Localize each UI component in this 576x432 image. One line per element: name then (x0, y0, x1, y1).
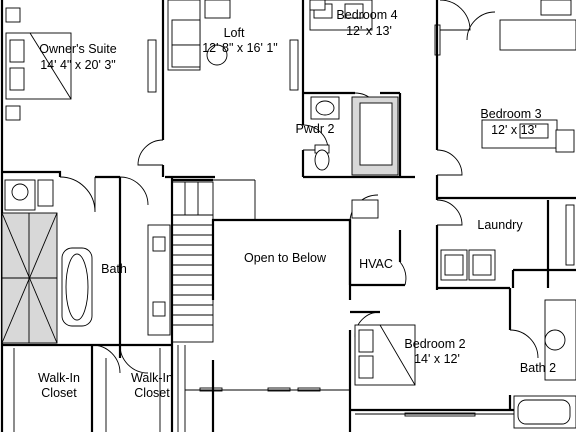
room-labels: Owner's Suite 14' 4" x 20' 3" Loft 12' 8… (38, 8, 556, 400)
bath2-name: Bath 2 (520, 361, 556, 375)
walk-in-closet-1-line1: Walk-In (38, 371, 80, 385)
bedroom3-size: 12' x 13' (491, 123, 537, 137)
walk-in-closet-2-line2: Closet (134, 386, 170, 400)
bedroom4-name: Bedroom 4 (336, 8, 397, 22)
staircase (171, 181, 214, 432)
owners-suite-size: 14' 4" x 20' 3" (40, 58, 116, 72)
hvac-name: HVAC (359, 257, 393, 271)
walk-in-closet-1-line2: Closet (41, 386, 77, 400)
bedroom4-size: 12' x 13' (346, 24, 392, 38)
bath-name: Bath (101, 262, 127, 276)
walk-in-closet-2-line1: Walk-In (131, 371, 173, 385)
bedroom2-name: Bedroom 2 (404, 337, 465, 351)
laundry-name: Laundry (477, 218, 523, 232)
loft-name: Loft (224, 26, 245, 40)
owners-suite-name: Owner's Suite (39, 42, 116, 56)
bedroom2-size: 14' x 12' (414, 352, 460, 366)
bedroom3-name: Bedroom 3 (480, 107, 541, 121)
loft-size: 12' 8" x 16' 1" (202, 41, 278, 55)
open-to-below-name: Open to Below (244, 251, 327, 265)
powder-name: Pwdr 2 (296, 122, 335, 136)
